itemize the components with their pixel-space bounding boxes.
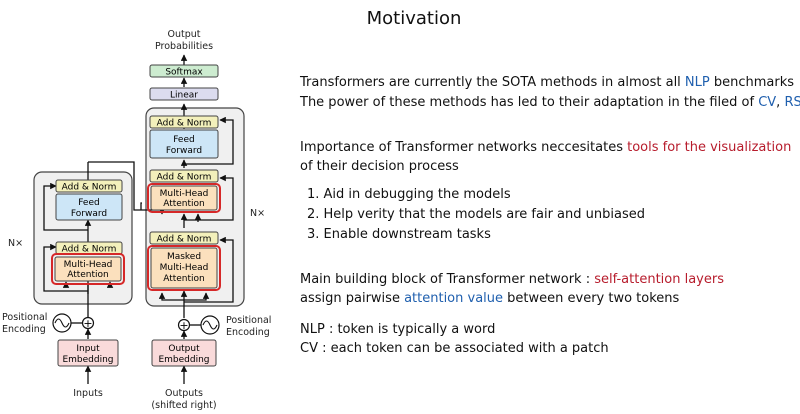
diagram-label: Forward xyxy=(166,146,202,156)
diagram-label: Add & Norm xyxy=(62,183,117,193)
paragraph-attention-value: assign pairwise attention value between … xyxy=(300,291,680,306)
diagram-label: Masked xyxy=(167,252,201,262)
diagram-label: Attention xyxy=(163,199,205,209)
diagram-label: Attention xyxy=(67,270,109,280)
softmax-box: Softmax xyxy=(149,64,219,78)
diagram-label: + xyxy=(179,319,188,332)
diagram-label: Feed xyxy=(173,135,194,145)
diagram-label: + xyxy=(83,317,92,330)
paragraph-nlp-token: NLP : token is typically a word xyxy=(300,322,496,337)
paragraph-importance: Importance of Transformer networks necce… xyxy=(300,140,792,155)
diagram-label: Probabilities xyxy=(155,41,213,52)
diagram-label: Softmax xyxy=(165,68,203,78)
outputs-label: Outputs xyxy=(165,388,203,399)
slide-title: Motivation xyxy=(366,8,462,29)
steps-list: 1. Aid in debugging the models 2. Help v… xyxy=(307,185,645,245)
diagram-label: Multi-Head xyxy=(64,260,113,270)
paragraph-building-block: Main building block of Transformer netwo… xyxy=(300,272,724,287)
diagram-label: Feed xyxy=(78,198,99,208)
linear-box: Linear xyxy=(149,87,219,101)
decoder-nx-label: N× xyxy=(250,208,265,219)
encoder-feed-forward: Feed Forward xyxy=(55,193,123,221)
input-embedding-box: Input Embedding xyxy=(57,339,119,367)
encoder-add-norm-1: Add & Norm xyxy=(55,241,123,255)
decoder-feed-forward: Feed Forward xyxy=(149,129,219,159)
diagram-label: Attention xyxy=(163,274,205,284)
paragraph-decision-process: of their decision process xyxy=(300,159,459,174)
decoder-multi-head-attention: Multi-Head Attention xyxy=(147,183,221,213)
encoder-add-norm-2: Add & Norm xyxy=(55,179,123,193)
diagram-label: Input xyxy=(76,344,100,354)
decoder-add-norm-1: Add & Norm xyxy=(149,231,219,245)
encoder-add-circle: + xyxy=(81,316,95,330)
decoder-add-norm-3: Add & Norm xyxy=(149,115,219,129)
step-item: 2. Help verity that the models are fair … xyxy=(307,207,645,222)
diagram-label: Add & Norm xyxy=(157,235,212,245)
diagram-label: (shifted right) xyxy=(151,400,216,411)
decoder-add-circle: + xyxy=(177,318,191,332)
output-embedding-box: Output Embedding xyxy=(151,339,217,367)
transformer-architecture-diagram: Softmax Linear Add & Norm Feed Forward A… xyxy=(2,29,271,411)
diagram-label: Output xyxy=(168,344,200,354)
diagram-label: Embedding xyxy=(62,355,113,365)
decoder-positional-encoding-label: Positional xyxy=(226,315,271,326)
diagram-label: Add & Norm xyxy=(157,119,212,129)
diagram-label: Multi-Head xyxy=(160,189,209,199)
encoder-positional-encoding-icon xyxy=(52,313,72,333)
encoder-nx-label: N× xyxy=(8,238,23,249)
diagram-label: Multi-Head xyxy=(160,263,209,273)
step-item: 1. Aid in debugging the models xyxy=(307,187,511,202)
diagram-label: Add & Norm xyxy=(62,245,117,255)
encoder-positional-encoding-label: Positional xyxy=(2,312,47,323)
paragraph-adaptation: The power of these methods has led to th… xyxy=(300,95,800,110)
paragraph-cv-token: CV : each token can be associated with a… xyxy=(300,341,609,356)
decoder-positional-encoding-icon xyxy=(200,315,220,335)
diagram-label: Add & Norm xyxy=(157,173,212,183)
paragraph-sota: Transformers are currently the SOTA meth… xyxy=(300,75,795,90)
encoder-multi-head-attention: Multi-Head Attention xyxy=(51,253,125,285)
step-item: 3. Enable downstream tasks xyxy=(307,227,491,242)
inputs-label: Inputs xyxy=(73,388,103,399)
output-probabilities-label: Output xyxy=(168,29,201,40)
diagram-label: Encoding xyxy=(2,324,46,335)
decoder-masked-multi-head-attention: Masked Multi-Head Attention xyxy=(147,245,221,291)
diagram-label: Linear xyxy=(170,91,198,101)
decoder-add-norm-2: Add & Norm xyxy=(149,169,219,183)
diagram-label: Embedding xyxy=(158,355,209,365)
diagram-label: Encoding xyxy=(226,327,270,338)
diagram-label: Forward xyxy=(71,209,107,219)
